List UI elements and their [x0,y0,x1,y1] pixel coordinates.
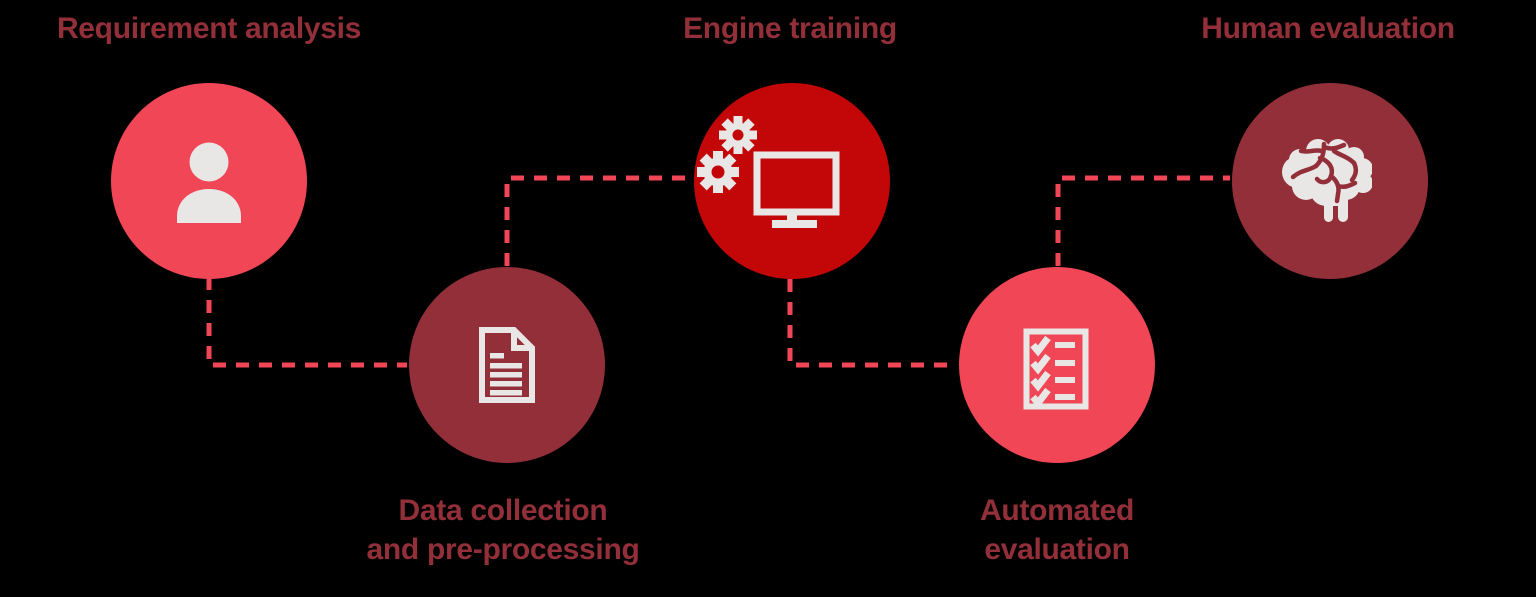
gears-monitor-icon [697,116,840,228]
connector-data-to-engine [504,175,692,266]
step-label-automated-evaluation: Automated evaluation [980,491,1134,569]
step-circle-data-collection [409,267,605,463]
label-line-2: evaluation [984,533,1130,566]
brain-icon [1282,139,1372,222]
label-line-1: Data collection [398,494,608,527]
connector-requirement-to-data [206,277,407,368]
person-icon [177,142,241,223]
document-icon [479,327,535,403]
connector-engine-to-automated [787,279,957,368]
step-circle-automated-evaluation [959,267,1155,463]
step-label-requirement-analysis: Requirement analysis [56,12,362,45]
step-label-data-collection: Data collection and pre-processing [367,491,640,569]
checklist-icon [1023,328,1089,410]
step-circle-requirement-analysis [111,83,307,279]
step-label-human-evaluation: Human evaluation [1201,12,1455,45]
label-line-2: and pre-processing [366,533,640,566]
step-circle-engine-training [694,83,890,279]
step-circle-human-evaluation [1232,83,1428,279]
connector-automated-to-human [1055,175,1230,266]
step-label-engine-training: Engine training [683,12,897,45]
label-line-1: Automated [980,494,1134,527]
